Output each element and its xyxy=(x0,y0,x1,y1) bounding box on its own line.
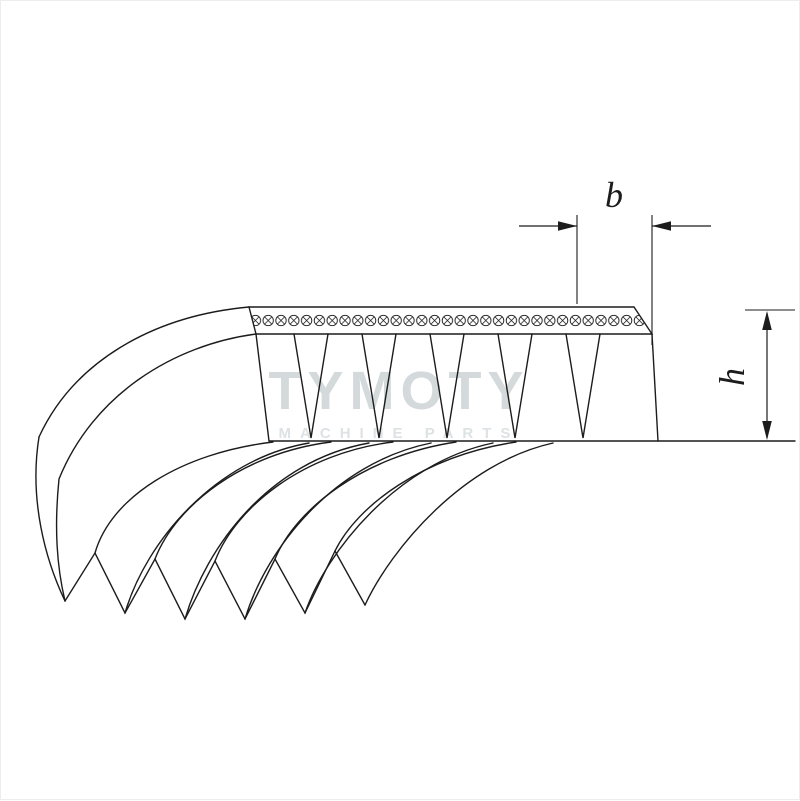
rib-flank-curve-2 xyxy=(124,442,310,614)
rib-flank-curve-1 xyxy=(94,441,274,554)
outer-back-curve xyxy=(38,306,250,438)
groove-triangle-4 xyxy=(497,333,533,439)
b-arrowhead-right xyxy=(652,221,671,231)
rib-flank-curve-9 xyxy=(334,441,517,552)
groove-triangle-2 xyxy=(361,333,397,439)
rib-flank-curve-6 xyxy=(244,442,432,620)
watermark-subtitle: MACHINE PARTS xyxy=(279,425,520,442)
belt-face-left-edge xyxy=(255,333,270,442)
rib-flank-curve-10 xyxy=(364,442,554,606)
rib-flank-curve-7 xyxy=(274,441,457,560)
groove-triangle-5 xyxy=(565,333,601,439)
watermark: TYMOTY MACHINE PARTS xyxy=(269,361,530,442)
dimension-h: h xyxy=(712,309,795,440)
belt-perspective-ribs xyxy=(35,306,554,621)
b-arrowhead-left xyxy=(558,221,577,231)
rib-grooves xyxy=(293,333,601,439)
outer-left-edge-curve xyxy=(35,436,66,602)
rib-flank-curve-4 xyxy=(184,442,370,620)
dimension-b: b xyxy=(519,175,711,345)
belt-top-band-hatched xyxy=(248,306,654,335)
rib-flank-curve-3 xyxy=(154,441,332,560)
rib-flank-curve-8 xyxy=(304,442,494,614)
groove-triangle-1 xyxy=(293,333,329,439)
h-arrowhead-bottom xyxy=(762,421,772,440)
groove-triangle-3 xyxy=(429,333,465,439)
h-dimension-label: h xyxy=(712,368,752,386)
b-dimension-label: b xyxy=(605,175,623,215)
h-arrowhead-top xyxy=(762,311,772,330)
belt-right-edge xyxy=(651,333,659,442)
rib-flank-curve-5 xyxy=(214,441,394,562)
inner-back-curve xyxy=(55,333,257,602)
watermark-title: TYMOTY xyxy=(269,361,530,421)
